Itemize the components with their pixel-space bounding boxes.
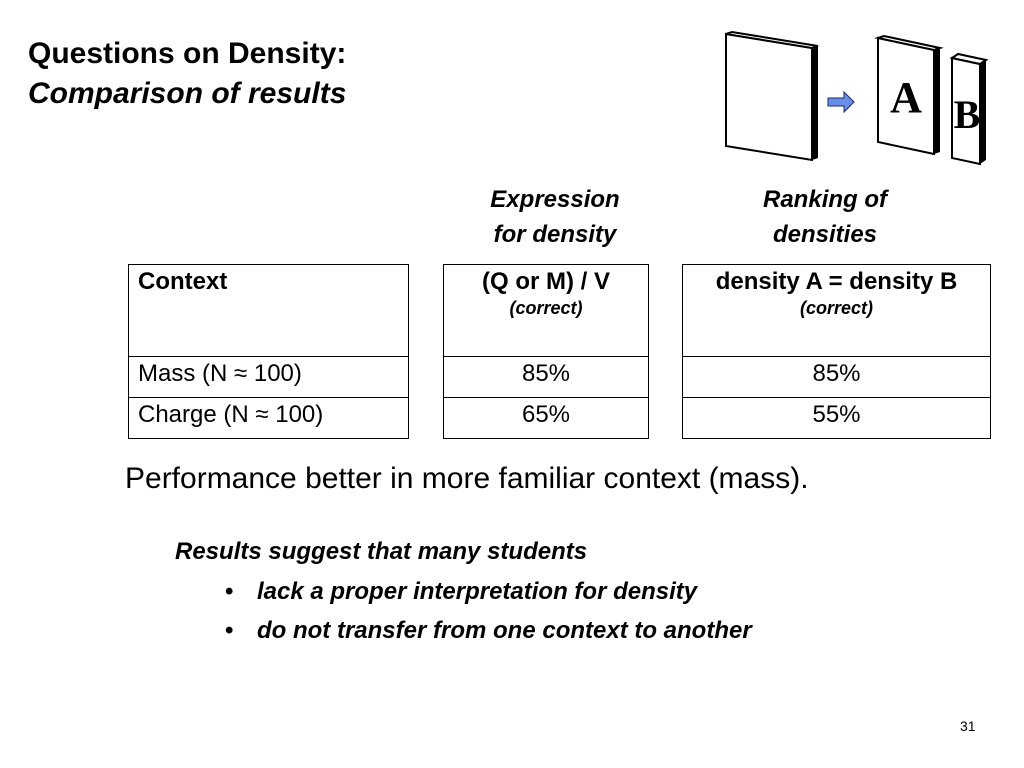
heading-line: Ranking of (763, 186, 887, 213)
heading-line: densities (772, 221, 878, 248)
expression-header-cell: (Q or M) / V (correct) (443, 264, 649, 357)
ranking-cell: 55% (682, 397, 991, 439)
ranking-cell: 85% (682, 356, 991, 398)
block-a: A (874, 34, 944, 156)
slide-title: Questions on Density: Comparison of resu… (28, 34, 346, 114)
heading-line: Expression (490, 186, 620, 213)
context-cell: Mass (N ≈ 100) (128, 356, 409, 398)
expression-column-heading: Expression for density (455, 182, 655, 252)
block-b: B (949, 52, 989, 166)
expression-header: (Q or M) / V (482, 268, 610, 295)
ranking-header-cell: density A = density B (correct) (682, 264, 991, 357)
context-table: Context Mass (N ≈ 100) Charge (N ≈ 100) (128, 264, 409, 439)
bullet-item: • lack a proper interpretation for densit… (225, 578, 697, 606)
block-a-label: A (890, 73, 922, 122)
original-block (725, 30, 819, 162)
ranking-table: density A = density B (correct) 85% 55% (682, 264, 991, 439)
title-line: Questions on Density: (28, 37, 347, 70)
ranking-header: density A = density B (715, 268, 958, 295)
context-header: Context (128, 264, 409, 357)
page-number: 31 (960, 718, 976, 734)
ranking-note: (correct) (799, 298, 874, 318)
expression-cell: 65% (443, 397, 649, 439)
bullet-text: do not transfer from one context to anot… (257, 617, 752, 644)
expression-note: (correct) (509, 298, 583, 318)
subtitle-line: Comparison of results (28, 77, 347, 110)
block-b-label: B (954, 92, 981, 137)
arrow-icon (827, 90, 855, 114)
expression-cell: 85% (443, 356, 649, 398)
density-blocks-illustration: A B (725, 30, 989, 166)
expression-table: (Q or M) / V (correct) 85% 65% (443, 264, 649, 439)
results-intro: Results suggest that many students (175, 538, 588, 565)
context-cell: Charge (N ≈ 100) (128, 397, 409, 439)
bullet-item: • do not transfer from one context to ano… (225, 617, 752, 645)
ranking-column-heading: Ranking of densities (720, 182, 930, 252)
heading-line: for density (493, 221, 617, 248)
bullet-icon: • (225, 578, 234, 605)
bullet-icon: • (225, 617, 234, 644)
performance-statement: Performance better in more familiar cont… (125, 462, 809, 495)
bullet-text: lack a proper interpretation for density (257, 578, 698, 605)
